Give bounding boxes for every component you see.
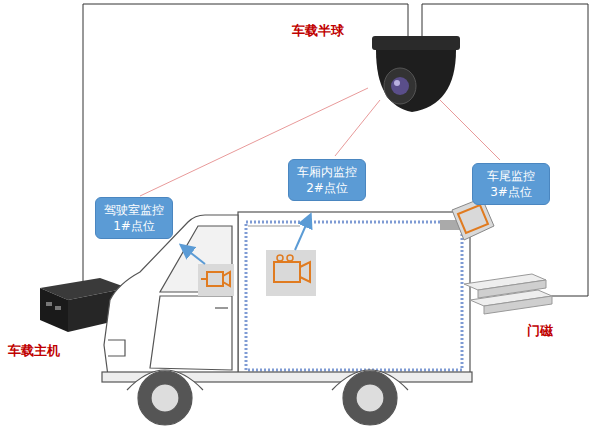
pointer-arrow [182,246,205,264]
monitor-box: 驾驶室监控 1#点位 [95,197,173,239]
van [102,212,472,425]
part-label: 车载半球 [292,22,344,40]
pointer-arrow [295,216,310,250]
box-text: 车尾监控 3#点位 [479,168,543,200]
monitor-box: 车厢内监控 2#点位 [288,159,366,201]
box-text: 车厢内监控 2#点位 [295,164,359,196]
box-text: 驾驶室监控 1#点位 [102,202,166,234]
monitor-box: 车尾监控 3#点位 [472,163,550,205]
leader-line [440,100,500,160]
leader-line [335,100,380,156]
part-label: 车载主机 [8,342,60,360]
part-label: 门磁 [527,322,553,340]
dome-camera [372,36,460,112]
door-sensor [464,274,552,314]
cargo-camera [266,250,316,296]
cab-camera [198,264,234,296]
